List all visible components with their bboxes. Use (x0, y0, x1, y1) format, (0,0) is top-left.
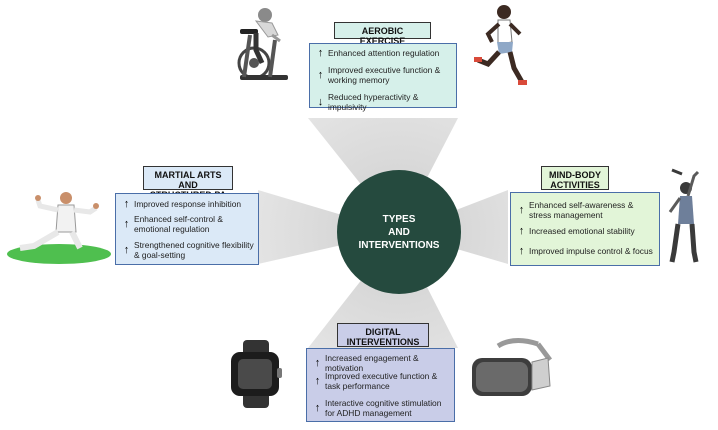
digital-title: DIGITAL INTERVENTIONS (337, 323, 429, 347)
mindbody-title-line-1: MIND-BODY (549, 170, 601, 180)
martial-item-text: Enhanced self-control & emotional regula… (134, 214, 223, 234)
stretching-woman-icon (668, 168, 700, 263)
mindbody-item-text: Improved impulse control & focus (529, 246, 653, 256)
up-arrow-icon: ↑ (123, 244, 130, 256)
hub-line-1: TYPES (382, 213, 416, 225)
mindbody-item-text: Enhanced self-awareness & stress managem… (529, 200, 634, 220)
aerobic-item-text: Improved executive function & working me… (328, 65, 441, 85)
hub-line-2: AND (388, 226, 410, 238)
up-arrow-icon: ↑ (314, 402, 321, 414)
martial-title: MARTIAL ARTS AND STRUCTURED PA (143, 166, 233, 200)
martial-item-text: Strengthened cognitive flexibility & goa… (134, 240, 254, 260)
exercise-bike-icon (237, 8, 288, 80)
mindbody-item-1: ↑ Enhanced self-awareness & stress manag… (517, 200, 655, 220)
digital-item-text: Improved executive function & task perfo… (325, 371, 438, 391)
mindbody-item-3: ↑ Improved impulse control & focus (517, 245, 655, 257)
up-arrow-icon: ↑ (123, 218, 130, 230)
mindbody-title: MIND-BODY ACTIVITIES (541, 166, 609, 190)
vr-headset-icon (472, 338, 552, 396)
down-arrow-icon: ↓ (317, 96, 324, 108)
digital-item-text: Interactive cognitive stimulation for AD… (325, 398, 442, 418)
aerobic-item-text: Enhanced attention regulation (328, 48, 440, 58)
martial-item-1: ↑ Improved response inhibition (122, 198, 254, 210)
mindbody-panel: ↑ Enhanced self-awareness & stress manag… (510, 192, 660, 266)
aerobic-title: AEROBIC EXERCISE (334, 22, 431, 46)
aerobic-panel: ↑ Enhanced attention regulation ↑ Improv… (309, 43, 457, 112)
aerobic-item-3: ↓ Reduced hyperactivity & impulsivity (316, 92, 452, 112)
mindbody-item-text: Increased emotional stability (529, 226, 635, 236)
digital-title-line-1: DIGITAL (365, 327, 401, 337)
digital-item-1: ↑ Increased engagement & motivation (313, 353, 450, 373)
up-arrow-icon: ↑ (317, 47, 324, 59)
martial-item-text: Improved response inhibition (134, 199, 242, 209)
mindbody-title-line-2: ACTIVITIES (550, 180, 600, 190)
up-arrow-icon: ↑ (518, 225, 525, 237)
digital-item-3: ↑ Interactive cognitive stimulation for … (313, 398, 450, 418)
martial-item-2: ↑ Enhanced self-control & emotional regu… (122, 214, 254, 234)
martial-title-line-1: MARTIAL ARTS AND (154, 170, 222, 190)
up-arrow-icon: ↑ (123, 198, 130, 210)
tai-chi-icon (7, 192, 111, 264)
up-arrow-icon: ↑ (314, 357, 321, 369)
martial-item-3: ↑ Strengthened cognitive flexibility & g… (122, 240, 254, 260)
digital-item-text: Increased engagement & motivation (325, 353, 419, 373)
ray-left (258, 190, 399, 264)
hub-line-3: INTERVENTIONS (358, 239, 440, 251)
aerobic-item-1: ↑ Enhanced attention regulation (316, 47, 452, 59)
up-arrow-icon: ↑ (314, 375, 321, 387)
mindbody-item-2: ↑ Increased emotional stability (517, 225, 655, 237)
center-hub: TYPES AND INTERVENTIONS (337, 170, 461, 294)
aerobic-item-2: ↑ Improved executive function & working … (316, 65, 452, 85)
up-arrow-icon: ↑ (317, 69, 324, 81)
up-arrow-icon: ↑ (518, 245, 525, 257)
aerobic-item-text: Reduced hyperactivity & impulsivity (328, 92, 419, 112)
smartwatch-icon (231, 340, 282, 408)
digital-title-line-2: INTERVENTIONS (346, 337, 420, 347)
martial-panel: ↑ Improved response inhibition ↑ Enhance… (115, 193, 259, 265)
digital-item-2: ↑ Improved executive function & task per… (313, 371, 450, 391)
runner-icon (474, 5, 527, 85)
digital-panel: ↑ Increased engagement & motivation ↑ Im… (306, 348, 455, 422)
up-arrow-icon: ↑ (518, 204, 525, 216)
